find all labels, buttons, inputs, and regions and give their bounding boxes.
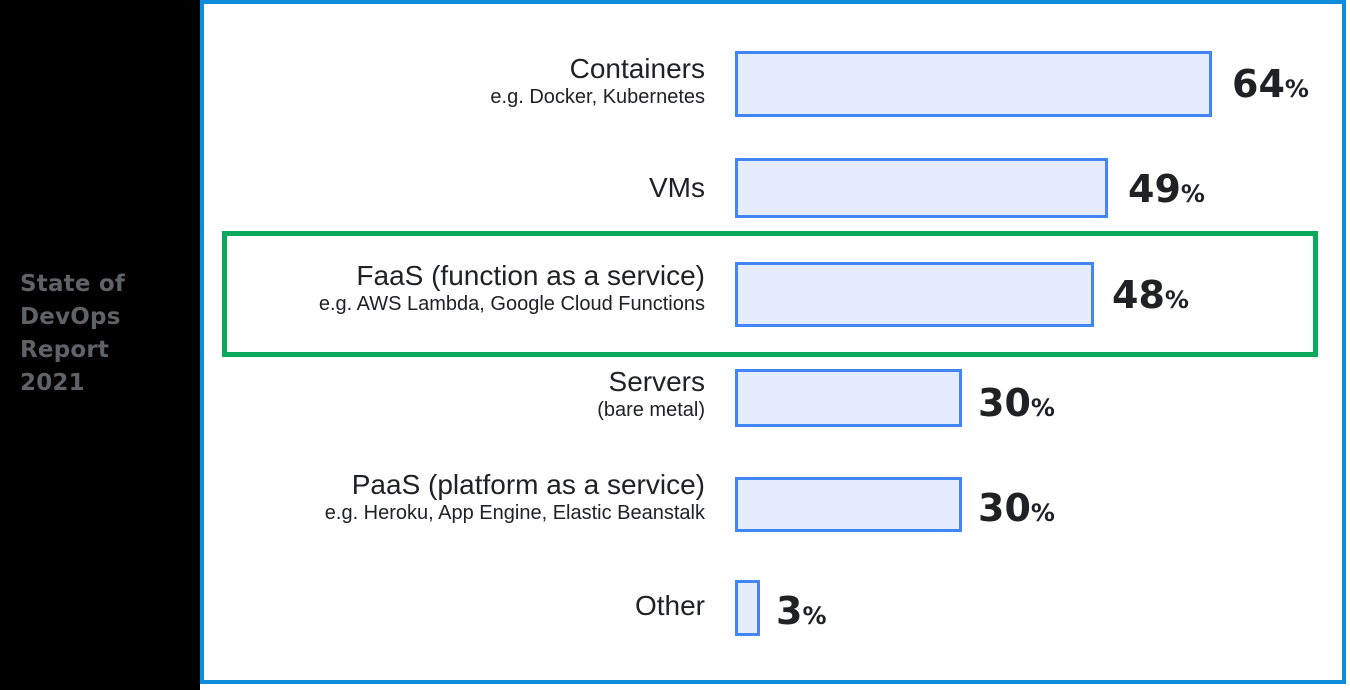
bar-category-sublabel: e.g. Docker, Kubernetes xyxy=(490,86,705,108)
sidebar: State of DevOps Report 2021 xyxy=(0,0,200,690)
percent-sign: % xyxy=(802,602,827,630)
bar-category-name: FaaS (function as a service) xyxy=(356,260,705,291)
percent-sign: % xyxy=(1030,394,1055,422)
bar-category-label: FaaS (function as a service)e.g. AWS Lam… xyxy=(185,259,705,317)
bar-category-sublabel: (bare metal) xyxy=(597,399,705,421)
bar-value-number: 30 xyxy=(978,381,1031,425)
bar-value-number: 3 xyxy=(776,589,803,633)
bar-value-label: 30% xyxy=(978,384,1055,427)
bar-category-label: Other xyxy=(185,589,705,622)
percent-sign: % xyxy=(1164,286,1189,314)
bar xyxy=(735,158,1108,218)
bar-value-number: 48 xyxy=(1112,273,1165,317)
bar-category-name: PaaS (platform as a service) xyxy=(351,469,705,500)
bar-category-name: Other xyxy=(634,590,705,621)
bar xyxy=(735,477,962,532)
bar xyxy=(735,262,1094,327)
bar-value-number: 49 xyxy=(1128,167,1181,211)
bar-value-label: 48% xyxy=(1112,276,1189,319)
bar xyxy=(735,369,962,427)
bar-value-label: 3% xyxy=(776,592,827,635)
percent-sign: % xyxy=(1030,499,1055,527)
bar-value-label: 30% xyxy=(978,489,1055,532)
bar-value-number: 64 xyxy=(1232,62,1285,106)
bar-category-sublabel: e.g. Heroku, App Engine, Elastic Beansta… xyxy=(324,502,705,524)
bar-category-label: VMs xyxy=(185,171,705,204)
bar-category-name: VMs xyxy=(649,172,705,203)
percent-sign: % xyxy=(1180,180,1205,208)
bar-category-label: PaaS (platform as a service)e.g. Heroku,… xyxy=(185,468,705,526)
bar-category-sublabel: e.g. AWS Lambda, Google Cloud Functions xyxy=(318,293,705,315)
bar-category-name: Servers xyxy=(608,366,705,397)
sidebar-report-title: State of DevOps Report 2021 xyxy=(20,271,126,396)
bar-category-name: Containers xyxy=(569,53,705,84)
bar-value-number: 30 xyxy=(978,486,1031,530)
bar-category-label: Servers(bare metal) xyxy=(185,365,705,423)
bar-value-label: 64% xyxy=(1232,65,1309,108)
percent-sign: % xyxy=(1284,75,1309,103)
bar-value-label: 49% xyxy=(1128,170,1205,213)
bar xyxy=(735,51,1212,117)
bar xyxy=(735,580,760,636)
